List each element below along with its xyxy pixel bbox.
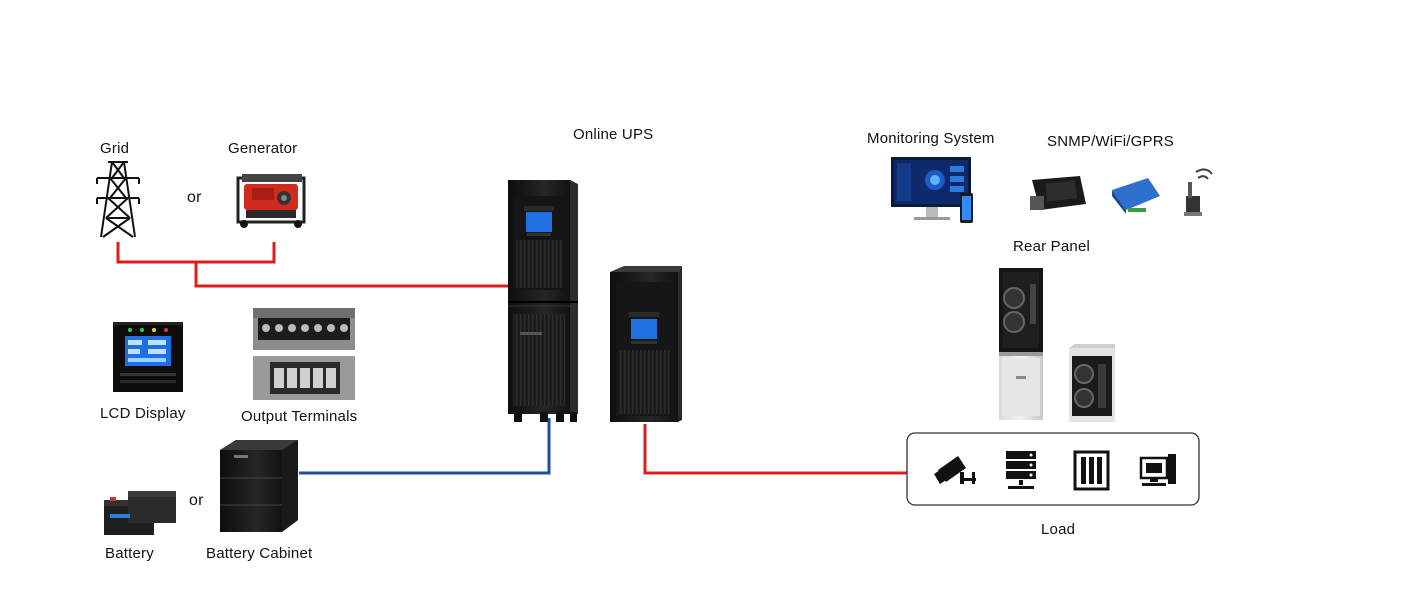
online-ups-compact <box>610 266 682 422</box>
output-terminals-label: Output Terminals <box>241 408 358 425</box>
rear-panel-short <box>1069 344 1115 422</box>
server-rack-icon <box>1073 450 1110 491</box>
transmission-tower-icon <box>96 161 140 238</box>
snmp-card-icon <box>1030 176 1086 210</box>
rear-panel-tall <box>999 268 1043 420</box>
cctv-camera-icon <box>934 456 976 484</box>
rear-panel-label: Rear Panel <box>1013 238 1091 255</box>
ac-output-line <box>643 424 908 475</box>
monitoring-system-label: Monitoring System <box>867 130 995 147</box>
ac-input-line <box>116 242 510 288</box>
load-box <box>906 432 1200 506</box>
load-label: Load <box>1041 521 1076 538</box>
battery-cabinet-icon <box>220 440 298 532</box>
battery-label: Battery <box>105 545 154 562</box>
generator-label: Generator <box>228 140 298 157</box>
generator-icon <box>236 174 306 228</box>
lcd-display-panel <box>113 322 183 392</box>
monitoring-monitor-icon <box>891 157 973 223</box>
or-source-label: or <box>187 189 202 206</box>
lcd-display-label: LCD Display <box>100 405 186 422</box>
desktop-computer-icon <box>1139 454 1176 486</box>
server-stack-icon <box>1006 451 1036 489</box>
snmp-label: SNMP/WiFi/GPRS <box>1047 133 1174 150</box>
or-battery-label: or <box>189 492 204 509</box>
online-ups-label: Online UPS <box>573 126 654 143</box>
wifi-module-icon <box>1112 178 1160 214</box>
battery-icon <box>104 491 176 535</box>
battery-cabinet-label: Battery Cabinet <box>206 545 313 562</box>
gprs-antenna-icon <box>1184 168 1213 216</box>
dc-battery-line <box>299 418 551 475</box>
grid-label: Grid <box>100 140 130 157</box>
online-ups-tower <box>508 180 578 422</box>
output-terminals-photo <box>253 308 355 400</box>
